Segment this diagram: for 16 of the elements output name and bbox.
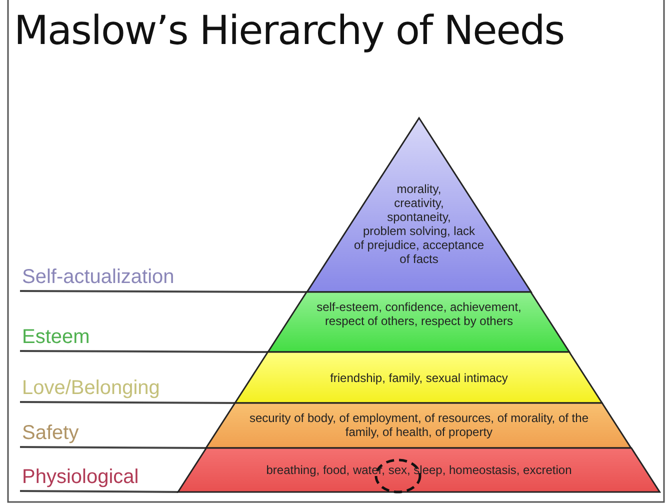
leader-line bbox=[20, 490, 178, 493]
tier-text: breathing, food, water, sex, sleep, homeostasis, excretion bbox=[266, 463, 572, 477]
level-label: Love/Belonging bbox=[22, 377, 160, 400]
level-label: Esteem bbox=[22, 326, 90, 349]
leader-line bbox=[20, 446, 206, 449]
level-label: Self-actualization bbox=[22, 266, 174, 289]
tier-text: friendship, family, sexual intimacy bbox=[330, 371, 508, 385]
tier-text: security of body, of employment, of resources, of morality, of the family, of health, of property bbox=[249, 411, 588, 439]
title: Maslow’s Hierarchy of Needs bbox=[14, 8, 564, 54]
leader-line bbox=[20, 350, 268, 353]
tier-text: morality, creativity, spontaneity, problem solving, lack of prejudice, acceptance of facts bbox=[354, 182, 484, 266]
level-label: Physiological bbox=[22, 466, 139, 489]
leader-line bbox=[20, 401, 236, 404]
leader-line bbox=[20, 290, 307, 293]
level-label: Safety bbox=[22, 422, 79, 445]
tier-text: self-esteem, confidence, achievement, respect of others, respect by others bbox=[316, 300, 522, 328]
